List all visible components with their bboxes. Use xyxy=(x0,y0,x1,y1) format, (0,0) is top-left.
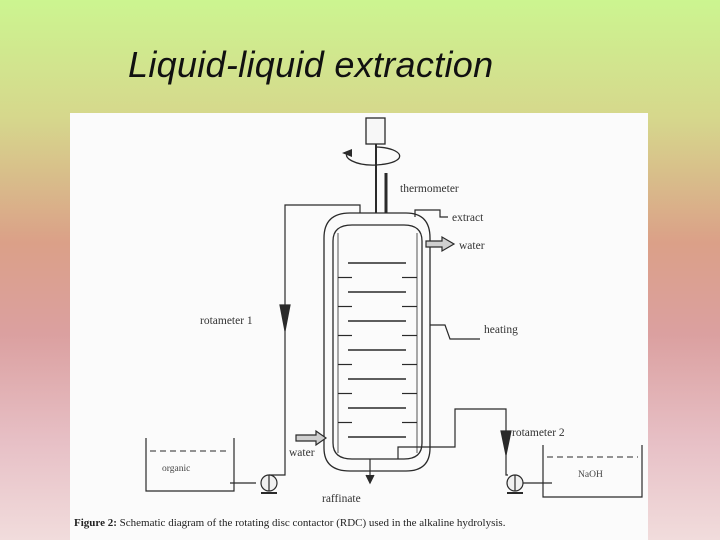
rotameter-1 xyxy=(279,304,291,332)
rotation-arrow xyxy=(345,146,401,166)
water-outlet-label: water xyxy=(459,240,485,252)
rotor-disc-stack xyxy=(338,262,417,438)
extract-label: extract xyxy=(452,212,484,224)
extract-line xyxy=(414,209,448,218)
naoh-feed-line xyxy=(397,408,508,476)
rotation-arrowhead xyxy=(342,149,352,157)
organic-reservoir xyxy=(145,438,235,492)
organic-feed-line xyxy=(269,204,361,476)
heating-leader xyxy=(430,324,480,340)
naoh-label: NaOH xyxy=(578,470,603,480)
heating-label: heating xyxy=(484,324,518,336)
rdc-schematic-diagram: thermometer extract water rotameter 1 he… xyxy=(145,117,643,505)
rotameter-1-label: rotameter 1 xyxy=(200,315,253,327)
figure-caption-text: Schematic diagram of the rotating disc c… xyxy=(119,517,506,529)
water-inlet-arrow xyxy=(295,429,328,447)
raffinate-label: raffinate xyxy=(322,493,361,505)
thermometer-label: thermometer xyxy=(400,183,459,195)
rotameter-2 xyxy=(500,430,512,456)
column-jacket xyxy=(323,212,431,472)
organic-label: organic xyxy=(162,464,190,474)
rotameter-2-label: rotameter 2 xyxy=(512,427,565,439)
slide-title: Liquid-liquid extraction xyxy=(128,44,494,85)
rdc-schematic-figure: thermometer extract water rotameter 1 he… xyxy=(70,113,648,540)
water-outlet-arrow xyxy=(425,235,456,253)
column-vessel xyxy=(332,224,423,460)
figure-caption-label: Figure 2: xyxy=(74,517,117,529)
naoh-reservoir xyxy=(542,445,643,498)
motor xyxy=(365,117,386,145)
figure-caption: Figure 2: Schematic diagram of the rotat… xyxy=(74,517,648,529)
water-inlet-label: water xyxy=(289,447,315,459)
